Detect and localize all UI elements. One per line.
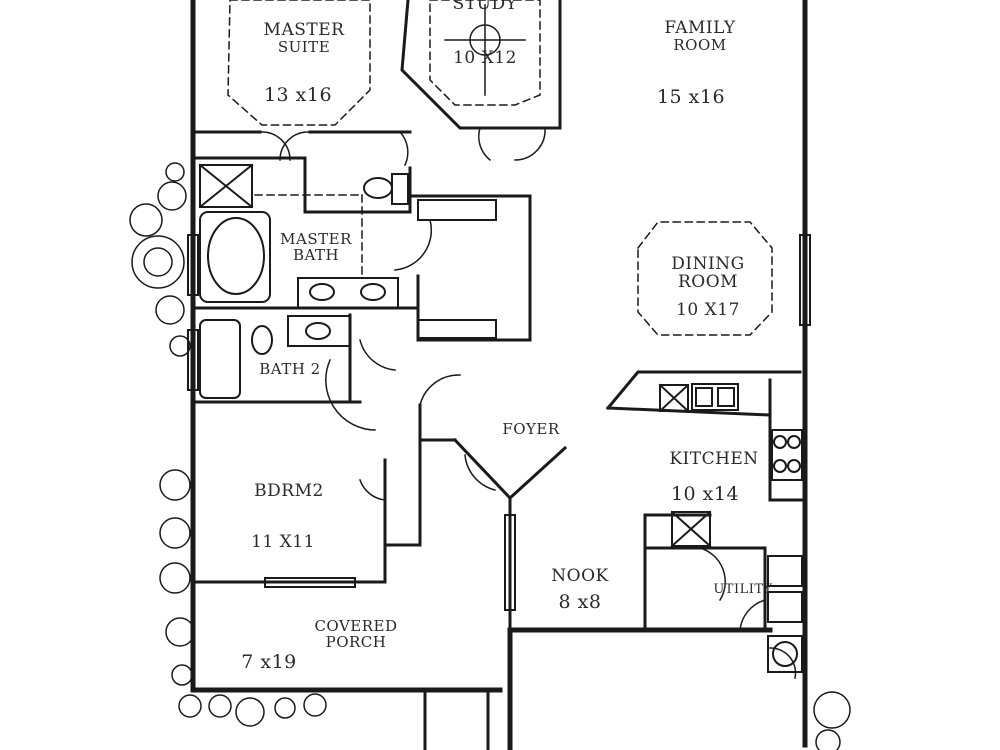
- covered-porch-size: 7 x19: [241, 651, 297, 673]
- windows: [187, 234, 811, 611]
- foyer-name: FOYER: [502, 420, 560, 438]
- master-suite-label: MASTER SUITE: [258, 20, 350, 56]
- utility-name: UTILITY: [713, 582, 773, 597]
- landscape-shrubs: [129, 162, 851, 750]
- master-bath-name-line2: BATH: [292, 245, 340, 264]
- master-suite-name-line1: MASTER: [263, 20, 345, 40]
- bedroom2-name: BDRM2: [254, 481, 324, 501]
- interior-walls: [191, 0, 807, 750]
- dining-room-label: DINING ROOM: [660, 254, 756, 292]
- study-name: STUDY: [452, 0, 518, 14]
- family-room-size: 15 x16: [656, 86, 726, 108]
- master-bath-label: MASTER BATH: [278, 230, 354, 264]
- bath2-name: BATH 2: [259, 360, 321, 378]
- bedroom2-size: 11 X11: [251, 532, 315, 552]
- study-size: 10 X12: [453, 48, 517, 68]
- covered-porch-label: COVERED PORCH: [306, 617, 406, 651]
- dining-room-name-line1: DINING: [671, 254, 745, 274]
- dining-room-name-line2: ROOM: [677, 271, 739, 292]
- covered-porch-name-line2: PORCH: [325, 632, 387, 651]
- kitchen-size: 10 x14: [670, 483, 740, 505]
- kitchen-name: KITCHEN: [669, 449, 759, 469]
- nook-name: NOOK: [551, 566, 609, 586]
- covered-porch-name-line1: COVERED: [314, 617, 398, 635]
- dining-room-size: 10 X17: [676, 300, 740, 320]
- master-suite-size: 13 x16: [263, 84, 333, 106]
- master-bath-name-line1: MASTER: [280, 230, 352, 248]
- master-suite-name-line2: SUITE: [277, 37, 331, 56]
- fixtures: [198, 163, 803, 673]
- exterior-walls: [190, 0, 808, 750]
- family-room-name-line2: ROOM: [673, 35, 727, 54]
- family-room-name-line1: FAMILY: [664, 18, 736, 38]
- ceiling-details: [227, 0, 773, 336]
- nook-size: 8 x8: [558, 591, 602, 613]
- study-decor: [444, 4, 526, 96]
- family-room-label: FAMILY ROOM: [648, 18, 752, 54]
